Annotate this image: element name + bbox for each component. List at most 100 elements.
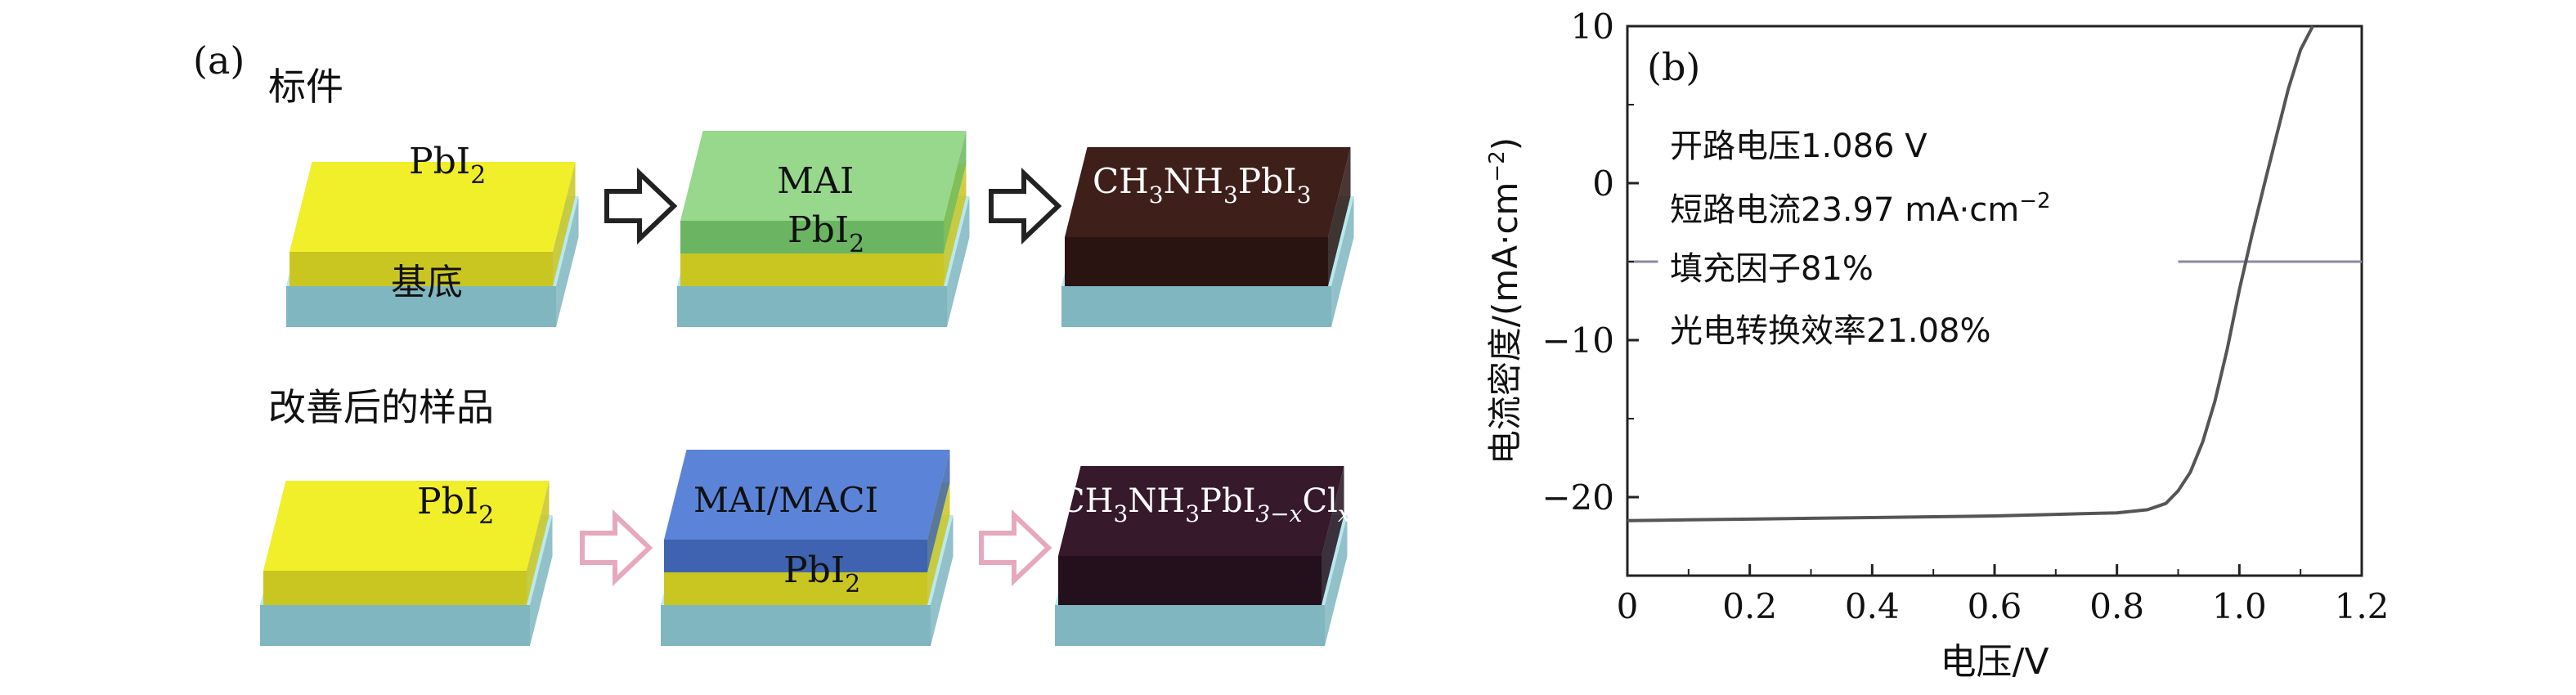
row2-block2-bottom-text: PbI2: [783, 549, 860, 599]
formula-text: PbI: [1200, 482, 1255, 520]
formula-text: PbI: [1238, 161, 1297, 201]
pbi2-layer-side: [927, 482, 950, 605]
substrate-layer-side: [931, 515, 954, 646]
y-tick-label: 10: [1571, 7, 1614, 47]
pbi2-layer-front: [680, 253, 944, 286]
arrow-icon: [979, 509, 1052, 586]
arrow-icon: [580, 509, 653, 586]
mai-maci-layer: [664, 450, 950, 572]
mai-maci-layer-side: [927, 450, 950, 572]
annotation-jsc: 短路电流23.97 mA·cm−2: [1670, 189, 2051, 229]
y-tick-label: −20: [1542, 478, 1614, 518]
formula-text: CH: [1060, 482, 1114, 520]
annotation-voc: 开路电压1.086 V: [1670, 128, 1928, 165]
formula-subscript: 3: [1297, 182, 1312, 208]
x-tick-label: 0: [1617, 586, 1639, 626]
pbi2-layer-side: [944, 164, 967, 286]
pbi2-layer-front: [263, 571, 527, 605]
row1-block-pbi2: [286, 162, 579, 327]
perovskite-cl-layer: [1058, 466, 1344, 605]
row1-block-perovskite: [1061, 147, 1354, 327]
substrate-layer-front: [661, 605, 931, 646]
pbi2-layer-side: [553, 162, 576, 286]
pbi2-layer-front: [664, 572, 927, 605]
substrate-layer-front: [260, 605, 530, 646]
plot-frame: [1626, 25, 2363, 577]
row1-block2-top-text: MAI: [777, 160, 854, 202]
pbi2-layer-side: [527, 481, 550, 605]
substrate-layer-front: [1055, 605, 1325, 646]
panel-a-schematic: (a) 标件 改善后的样品 PbI2 基底 MAI PbI2 CH3NH3PbI…: [193, 38, 1354, 646]
mai-layer-side: [944, 131, 967, 253]
y-tick-label: 0: [1592, 164, 1614, 204]
x-axis-label: 电压/V: [1941, 641, 2049, 683]
x-tick-label: 1.0: [2212, 586, 2267, 626]
jv-curve-line: [1627, 25, 2314, 522]
substrate-layer-side: [556, 196, 579, 327]
annotation-pce: 光电转换效率21.08%: [1670, 312, 1991, 350]
annotation-ff: 填充因子81%: [1670, 250, 1874, 288]
mai-maci-layer-front: [664, 540, 927, 572]
perovskite-cl-layer-side: [1322, 466, 1344, 605]
formula-subscript: 3−x: [1255, 500, 1302, 527]
y-axis-label: 电流密度/(mA·cm−2): [1485, 137, 1525, 464]
substrate-layer-side: [947, 196, 970, 327]
substrate-layer-front: [1061, 286, 1331, 327]
row2-block-perovskite-cl: [1055, 466, 1348, 646]
row1-arrow-1: [604, 168, 678, 244]
x-tick-label: 0.8: [2089, 586, 2144, 626]
x-tick-label: 0.6: [1968, 586, 2022, 626]
pbi2-layer-front: [289, 252, 553, 286]
row1-label: 标件: [268, 65, 343, 109]
substrate-label: 基底: [391, 262, 463, 303]
perovskite-cl-layer-top: [1058, 466, 1344, 556]
arrow-icon: [604, 168, 678, 244]
row1-block2-bottom-text: PbI2: [788, 209, 864, 258]
formula-subscript: x: [1338, 500, 1351, 527]
perovskite-cl-layer-front: [1058, 556, 1322, 605]
formula-subscript: 3: [1149, 182, 1164, 208]
pbi2-layer-top: [289, 162, 576, 252]
mai-layer-top: [680, 131, 967, 221]
row2-arrow-2: [979, 509, 1052, 586]
row1-block1-text: PbI2: [409, 141, 486, 190]
mai-maci-layer-top: [664, 450, 950, 540]
formula-subscript: 3: [1185, 500, 1200, 527]
row1-arrow-2: [989, 168, 1062, 244]
row2-block-pbi2: [260, 481, 553, 646]
y-tick-label: −10: [1542, 321, 1614, 361]
formula-subscript: 3: [1114, 500, 1129, 527]
arrow-icon: [989, 168, 1062, 244]
x-tick-label: 0.2: [1722, 586, 1777, 626]
y-axis-ticks: 10 0 −10 −20: [1542, 7, 1639, 576]
perovskite-layer-top: [1065, 147, 1351, 237]
row2-label: 改善后的样品: [268, 385, 494, 429]
row2-arrow-1: [580, 509, 653, 586]
mai-layer: [680, 131, 967, 253]
pbi2-layer-top: [263, 481, 550, 571]
row2-block2-top-text: MAI/MACI: [693, 480, 878, 520]
perovskite-layer-side: [1328, 147, 1351, 286]
formula-text: NH: [1164, 161, 1223, 201]
formula-text: NH: [1128, 482, 1185, 520]
pbi2-layer: [289, 162, 576, 286]
substrate-layer-front: [677, 286, 947, 327]
pbi2-layer: [263, 481, 550, 605]
x-tick-label: 1.2: [2335, 586, 2390, 626]
formula-subscript: 3: [1223, 182, 1238, 208]
substrate-layer-side: [1325, 515, 1348, 646]
panel-a-label: (a): [193, 38, 245, 83]
substrate-layer-side: [530, 515, 553, 646]
row2-block1-text: PbI2: [417, 481, 494, 530]
perovskite-layer: [1065, 147, 1351, 286]
row1-block3-text: CH3NH3PbI3: [1093, 161, 1311, 208]
formula-text: CH: [1093, 161, 1149, 201]
panel-b-label: (b): [1647, 45, 1700, 89]
formula-text: Cl: [1302, 482, 1337, 520]
row2-block-maimaci-pbi2: [661, 450, 954, 646]
substrate-layer-front: [286, 286, 556, 327]
substrate-layer-side: [1331, 196, 1354, 327]
row1-block-mai-pbi2: [677, 131, 970, 327]
